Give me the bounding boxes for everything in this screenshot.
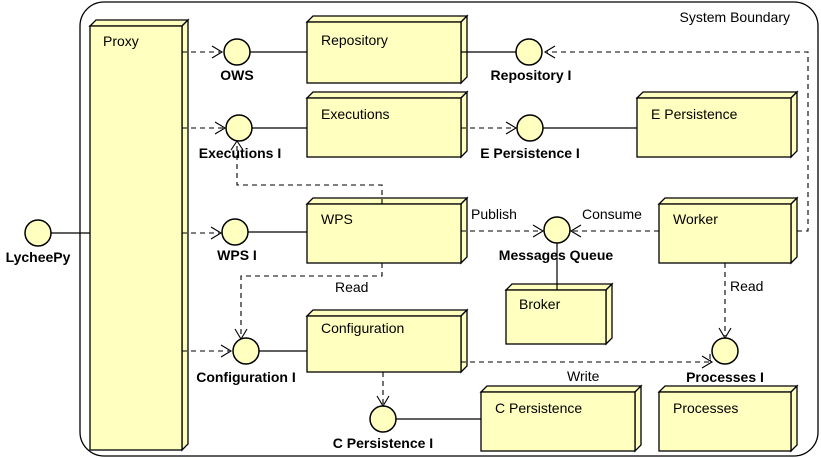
c-persistence-i-interface xyxy=(369,405,397,433)
worker-label: Worker xyxy=(673,211,718,227)
lycheepy-interface xyxy=(24,219,52,247)
configuration-label: Configuration xyxy=(321,320,404,336)
broker-node: Broker xyxy=(504,282,614,346)
ows-label: OWS xyxy=(220,67,253,83)
broker-label: Broker xyxy=(519,296,561,312)
worker-node: Worker xyxy=(657,196,799,265)
proxy-node: Proxy xyxy=(88,18,190,452)
solid-connectors xyxy=(51,51,637,420)
c-persistence-label: C Persistence xyxy=(495,400,582,416)
e-persistence-i-interface xyxy=(516,114,544,142)
proxy-label: Proxy xyxy=(103,33,139,49)
c-persistence-node: C Persistence xyxy=(479,384,643,453)
e-persistence-node: E Persistence xyxy=(635,90,799,159)
messages-queue-interface xyxy=(543,216,571,244)
repository-node: Repository xyxy=(305,14,469,85)
lycheepy-label: LycheePy xyxy=(6,249,71,265)
consume-label: Consume xyxy=(582,206,642,222)
executions-i-label: Executions I xyxy=(199,145,281,161)
configuration-i-label: Configuration I xyxy=(196,369,296,385)
read-wps-label: Read xyxy=(335,279,368,295)
e-persistence-label: E Persistence xyxy=(651,106,738,122)
executions-label: Executions xyxy=(321,106,389,122)
processes-node: Processes xyxy=(657,384,799,453)
write-label: Write xyxy=(567,368,600,384)
executions-i-interface xyxy=(225,114,253,142)
repository-label: Repository xyxy=(321,32,388,48)
ows-interface xyxy=(223,38,251,66)
configuration-node: Configuration xyxy=(305,308,469,374)
processes-i-label: Processes I xyxy=(686,369,764,385)
wps-node: WPS xyxy=(305,196,469,265)
configuration-i-interface xyxy=(232,337,260,365)
wps-i-interface xyxy=(221,218,249,246)
processes-i-interface xyxy=(711,337,739,365)
processes-label: Processes xyxy=(673,400,738,416)
read-worker-label: Read xyxy=(730,278,763,294)
wps-label: WPS xyxy=(321,211,353,227)
executions-node: Executions xyxy=(305,90,469,159)
c-persistence-i-label: C Persistence I xyxy=(333,435,433,451)
e-persistence-i-label: E Persistence I xyxy=(480,145,580,161)
repository-i-label: Repository I xyxy=(491,67,572,83)
system-boundary-label: System Boundary xyxy=(680,9,791,25)
wps-i-label: WPS I xyxy=(217,247,257,263)
publish-label: Publish xyxy=(471,206,517,222)
repository-i-interface xyxy=(515,38,543,66)
messages-queue-label: Messages Queue xyxy=(499,247,614,263)
